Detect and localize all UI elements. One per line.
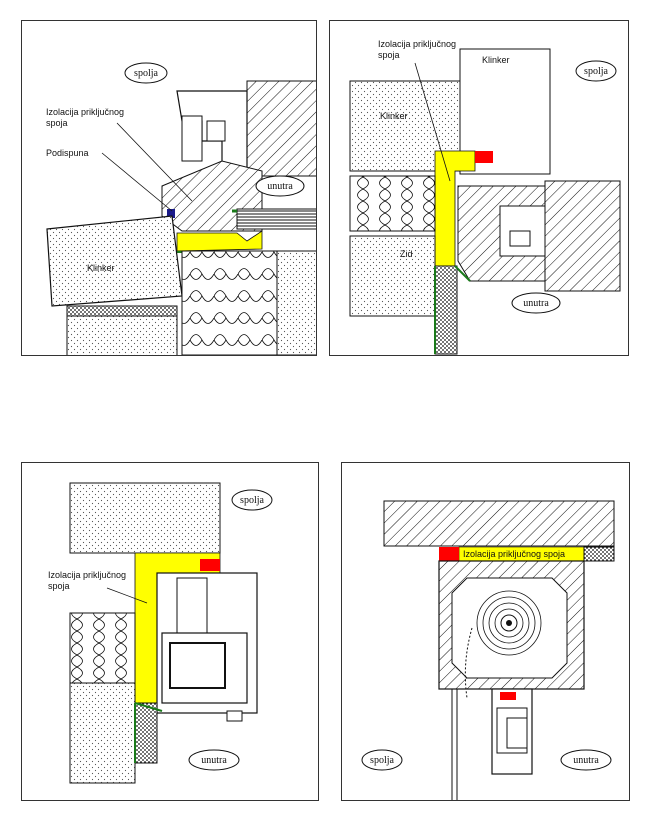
outside-label: spolja bbox=[134, 68, 158, 79]
sill-section-drawing: spolja unutra Izolacija priključnog spoj… bbox=[46, 62, 316, 355]
roller-box-section-drawing: spolja unutra Izolacija priključnog spoj… bbox=[361, 500, 615, 800]
outside-label: spolja bbox=[584, 66, 608, 77]
wall-label: Zid bbox=[400, 249, 413, 259]
inside-label: unutra bbox=[573, 755, 599, 766]
joint-insulation-label-1: Izolacija priključnog bbox=[48, 570, 126, 580]
interior-hatched bbox=[544, 180, 621, 292]
joint-insulation-label: Izolacija priključnog spoja bbox=[463, 549, 565, 559]
inside-oval bbox=[188, 749, 240, 771]
red-seal-bottom bbox=[500, 692, 516, 700]
grout-label: Podispuna bbox=[46, 148, 89, 158]
clinker-block bbox=[46, 215, 183, 307]
plaster-interior bbox=[276, 250, 316, 355]
slab-hatched bbox=[383, 500, 615, 547]
outside-oval bbox=[231, 489, 273, 511]
outside-label: spolja bbox=[240, 495, 264, 506]
joint-insulation-label-2: spoja bbox=[48, 581, 70, 591]
jamb-section-drawing: spolja unutra Izolacija priključnog spoj… bbox=[349, 39, 621, 355]
grout-strip bbox=[583, 546, 615, 562]
joint-insulation-label-1: Izolacija priključnog bbox=[378, 39, 456, 49]
red-seal bbox=[439, 547, 459, 561]
inside-label: unutra bbox=[523, 298, 549, 309]
lintel-section-drawing: spolja unutra Izolacija priključnog spoj… bbox=[48, 482, 273, 784]
joint-insulation-yellow bbox=[176, 230, 263, 252]
inside-label: unutra bbox=[267, 181, 293, 192]
inside-label: unutra bbox=[201, 755, 227, 766]
wall-hatched bbox=[246, 80, 316, 177]
inside-oval bbox=[255, 175, 305, 197]
red-seal bbox=[200, 559, 220, 571]
clinker-label: Klinker bbox=[380, 111, 408, 121]
grout-column bbox=[434, 265, 458, 355]
wall-block bbox=[69, 682, 136, 784]
outside-oval bbox=[124, 62, 168, 84]
wall-block bbox=[349, 235, 436, 317]
inside-oval bbox=[560, 749, 612, 771]
clinker-label: Klinker bbox=[87, 263, 115, 273]
detail-panel-sill: spolja unutra Izolacija priključnog spoj… bbox=[21, 20, 317, 356]
clinker-upper bbox=[69, 482, 221, 554]
interior-board bbox=[236, 208, 316, 230]
inside-oval bbox=[511, 292, 561, 314]
joint-insulation-label-1: Izolacija priključnog bbox=[46, 107, 124, 117]
glass-box bbox=[169, 642, 226, 689]
outside-oval bbox=[575, 60, 617, 82]
outside-oval bbox=[361, 749, 403, 771]
detail-panel-lintel: spolja unutra Izolacija priključnog spoj… bbox=[21, 462, 319, 801]
roller-chamber bbox=[451, 577, 568, 679]
outside-label: spolja bbox=[370, 755, 394, 766]
wool-insulation bbox=[349, 175, 436, 232]
blue-seal bbox=[167, 209, 175, 218]
wool-insulation bbox=[181, 250, 278, 355]
roller-shutter-coil bbox=[476, 590, 542, 656]
red-seal bbox=[475, 151, 493, 163]
detail-panel-jamb: spolja unutra Izolacija priključnog spoj… bbox=[329, 20, 629, 356]
clinker-top-label: Klinker bbox=[482, 55, 510, 65]
detail-panel-roller-box: spolja unutra Izolacija priključnog spoj… bbox=[341, 462, 630, 801]
joint-insulation-label-2: spoja bbox=[46, 118, 68, 128]
grout-column bbox=[134, 702, 158, 764]
wool-insulation bbox=[69, 612, 136, 684]
joint-insulation-label-2: spoja bbox=[378, 50, 400, 60]
